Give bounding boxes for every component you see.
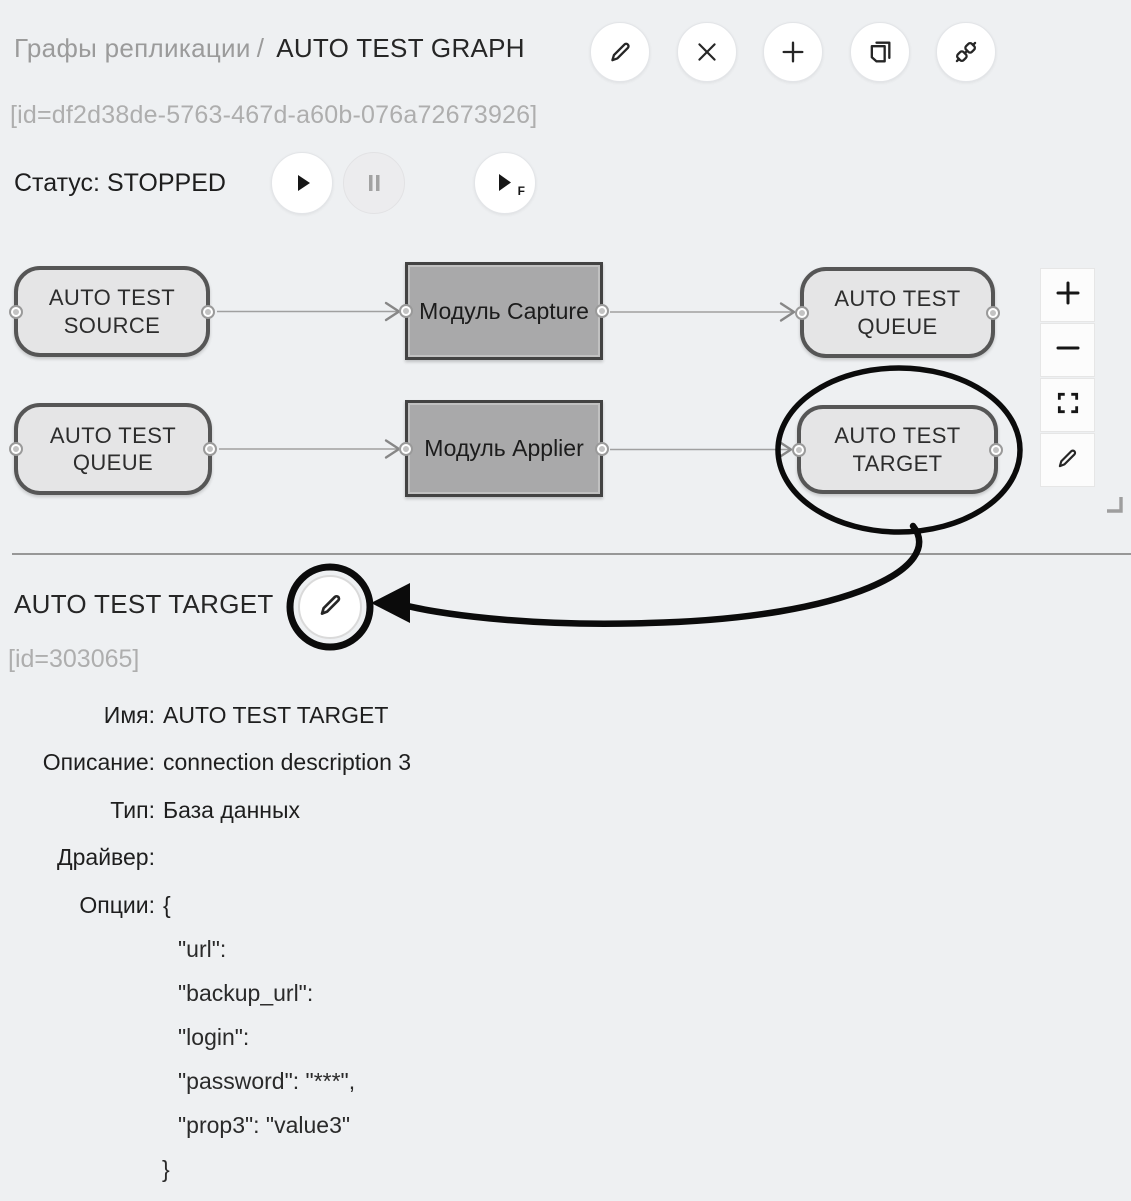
option-line-password: "password": "***", xyxy=(178,1068,356,1094)
pencil-icon xyxy=(1055,445,1081,476)
status-label: Статус: xyxy=(14,169,100,197)
field-label: Тип: xyxy=(110,797,155,823)
field-value: AUTO TEST TARGET xyxy=(163,702,389,728)
breadcrumb-section[interactable]: Графы репликации xyxy=(14,33,251,63)
connections-button[interactable] xyxy=(936,22,996,82)
pause-button[interactable] xyxy=(343,152,405,214)
close-icon xyxy=(694,39,720,65)
force-marker: F xyxy=(517,184,525,198)
play-force-icon: F xyxy=(492,170,525,198)
add-button[interactable] xyxy=(763,22,823,82)
detail-field-description: Описание: connection description 3 xyxy=(0,749,411,779)
output-port[interactable] xyxy=(595,304,609,318)
output-port[interactable] xyxy=(595,441,609,456)
detail-field-options: Опции: { xyxy=(0,892,171,922)
detail-field-driver: Драйвер: xyxy=(0,844,163,874)
input-port[interactable] xyxy=(9,442,23,456)
field-label: Имя: xyxy=(103,702,155,728)
play-icon xyxy=(290,171,314,195)
force-start-button[interactable]: F xyxy=(474,152,536,214)
edit-connection-button[interactable] xyxy=(298,575,362,639)
input-port[interactable] xyxy=(399,304,413,318)
diagram-controls xyxy=(1040,268,1095,488)
output-port[interactable] xyxy=(203,442,217,456)
node-label: Модуль Capture xyxy=(419,297,589,324)
node-label: AUTO TEST TARGET xyxy=(834,423,961,476)
zoom-in-button[interactable] xyxy=(1040,268,1095,322)
node-auto-test-queue-bottom[interactable]: AUTO TEST QUEUE xyxy=(9,403,217,495)
field-value: connection description 3 xyxy=(163,749,412,775)
breadcrumb: Графы репликации/ AUTO TEST GRAPH xyxy=(14,33,525,64)
annotation-arrow-line xyxy=(396,522,923,627)
field-label: Драйвер: xyxy=(57,844,155,870)
field-label: Опции: xyxy=(79,892,155,918)
node-label: AUTO TEST QUEUE xyxy=(49,422,177,476)
option-line-backup-url: "backup_url": xyxy=(178,980,314,1006)
detail-field-name: Имя: AUTO TEST TARGET xyxy=(0,702,389,732)
node-auto-test-queue-top[interactable]: AUTO TEST QUEUE xyxy=(795,267,1000,358)
output-port[interactable] xyxy=(986,305,1000,320)
input-port[interactable] xyxy=(399,441,413,456)
input-port[interactable] xyxy=(792,442,806,457)
fit-screen-button[interactable] xyxy=(1040,378,1095,432)
plus-icon xyxy=(779,38,807,66)
detail-id: [id=303065] xyxy=(8,645,140,673)
breadcrumb-separator: / xyxy=(256,33,265,63)
pause-icon xyxy=(362,171,386,195)
start-button[interactable] xyxy=(271,152,333,214)
node-auto-test-target[interactable]: AUTO TEST TARGET xyxy=(792,405,1003,494)
option-line-close-brace: } xyxy=(162,1156,170,1182)
field-value: { xyxy=(163,892,171,918)
output-port[interactable] xyxy=(201,304,215,319)
node-auto-test-source[interactable]: AUTO TEST SOURCE xyxy=(9,266,215,357)
field-label: Описание: xyxy=(42,749,155,775)
node-module-applier[interactable]: Модуль Applier xyxy=(399,400,609,497)
detail-field-type: Тип: База данных xyxy=(0,797,300,827)
section-divider xyxy=(12,553,1131,555)
option-line-prop3: "prop3": "value3" xyxy=(178,1112,351,1138)
node-label: Модуль Applier xyxy=(424,435,584,461)
output-port[interactable] xyxy=(989,442,1003,457)
detail-title: AUTO TEST TARGET xyxy=(14,589,274,619)
pencil-icon xyxy=(314,589,346,626)
zoom-out-icon xyxy=(1053,333,1083,368)
node-label: AUTO TEST SOURCE xyxy=(48,285,176,338)
pencil-icon xyxy=(606,38,634,66)
resize-handle-icon[interactable] xyxy=(1100,490,1126,516)
delete-graph-button[interactable] xyxy=(677,22,737,82)
status-badge: STOPPED xyxy=(106,169,226,197)
node-label: AUTO TEST QUEUE xyxy=(834,286,961,339)
zoom-in-icon xyxy=(1053,278,1083,313)
copy-graph-button[interactable] xyxy=(850,22,910,82)
node-module-capture[interactable]: Модуль Capture xyxy=(399,262,609,360)
option-line-url: "url": xyxy=(178,936,227,962)
fit-screen-icon xyxy=(1055,390,1081,421)
field-value: База данных xyxy=(163,797,301,823)
graph-id: [id=df2d38de-5763-467d-a60b-076a72673926… xyxy=(10,101,538,129)
edit-diagram-button[interactable] xyxy=(1040,433,1095,487)
page-title: AUTO TEST GRAPH xyxy=(276,33,525,63)
input-port[interactable] xyxy=(795,305,809,320)
input-port[interactable] xyxy=(9,304,23,319)
zoom-out-button[interactable] xyxy=(1040,323,1095,377)
plug-icon xyxy=(952,38,980,66)
annotation-arrowhead xyxy=(371,583,410,623)
edit-graph-button[interactable] xyxy=(590,22,650,82)
option-line-login: "login": xyxy=(178,1024,250,1050)
copy-icon xyxy=(866,38,894,66)
status-line: Статус: STOPPED xyxy=(14,169,226,198)
